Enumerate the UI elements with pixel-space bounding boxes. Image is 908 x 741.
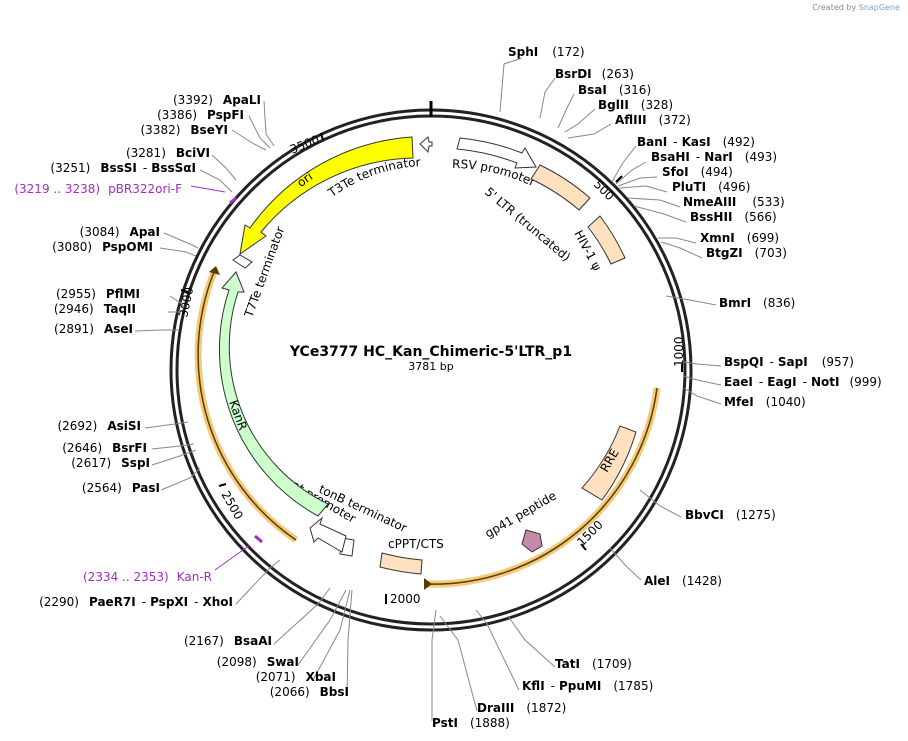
enzyme-label-bmri: BmrI(836) bbox=[719, 296, 795, 310]
ltr-label: 5' LTR (truncated) bbox=[482, 185, 573, 265]
enzyme-label-pspomi: (3080)PspOMI bbox=[52, 240, 153, 254]
tick-marks bbox=[180, 132, 683, 604]
enzyme-label-draiii: DraIII(1872) bbox=[477, 701, 566, 715]
orf-arrowhead-right bbox=[424, 578, 432, 590]
enzyme-label-bseyi: (3382)BseYI bbox=[141, 123, 229, 137]
primer-label-kan-r: (2334 .. 2353)Kan-R bbox=[83, 570, 212, 584]
orf-arrowhead-left bbox=[209, 266, 220, 275]
enzyme-label-apali: (3392)ApaLI bbox=[173, 93, 261, 107]
primer-leaders bbox=[190, 185, 263, 571]
enzyme-label-bsai: BsaI(316) bbox=[578, 83, 651, 97]
enzyme-label-bsrdi: BsrDI(263) bbox=[555, 67, 634, 81]
tick-label-3000: 3000 bbox=[176, 286, 196, 319]
tick-label-1000: 1000 bbox=[672, 336, 686, 367]
enzyme-label-kfli: KflI-PpuMI(1785) bbox=[522, 679, 653, 693]
enzyme-label-apai: (3084)ApaI bbox=[80, 225, 160, 239]
enzyme-label-pflmi: (2955)PflMI bbox=[56, 287, 140, 301]
ltr-feature bbox=[530, 164, 591, 211]
snapgene-brand: SnapGene bbox=[858, 3, 900, 12]
t3te-terminator-arrow bbox=[419, 136, 433, 154]
enzyme-label-sspi: (2617)SspI bbox=[71, 456, 150, 470]
cppt-label: cPPT/CTS bbox=[388, 537, 444, 551]
enzyme-label-bbsi: (2066)BbsI bbox=[270, 685, 349, 699]
orf-highlight-right bbox=[423, 387, 661, 588]
enzyme-label-afliii: AflIII(372) bbox=[615, 113, 691, 127]
enzyme-label-btgzi: BtgZI(703) bbox=[706, 246, 787, 260]
plasmid-size: 3781 bp bbox=[408, 360, 453, 373]
rsv-promoter-arrow bbox=[456, 137, 537, 169]
cppt-feature bbox=[379, 552, 423, 575]
enzyme-label-mfei: MfeI(1040) bbox=[724, 395, 806, 409]
kanr-label: KanR bbox=[226, 398, 250, 432]
enzyme-label-pluti: PluTI(496) bbox=[672, 180, 750, 194]
enzyme-label-asei: (2891)AseI bbox=[54, 322, 133, 336]
enzyme-label-bsahi: BsaHI-NarI(493) bbox=[651, 150, 777, 164]
enzyme-label-bsrfi: (2646)BsrFI bbox=[62, 441, 147, 455]
credit-prefix: Created by bbox=[812, 3, 857, 12]
orf-arrow-right bbox=[423, 387, 658, 585]
cat-promoter-arrow bbox=[309, 516, 347, 553]
enzyme-label-pasi: (2564)PasI bbox=[82, 481, 160, 495]
enzyme-label-eaei: EaeI-EagI-NotI(999) bbox=[724, 375, 882, 389]
enzyme-label-xmni: XmnI(699) bbox=[700, 231, 779, 245]
enzyme-label-bspqi: BspQI-SapI(957) bbox=[724, 355, 854, 369]
enzyme-label-bsaai: (2167)BsaAI bbox=[184, 634, 272, 648]
hiv-psi-feature bbox=[587, 215, 626, 265]
enzyme-label-pspfi: (3386)PspFI bbox=[157, 108, 244, 122]
enzyme-label-bsssi: (3251)BssSI-BssSαI bbox=[50, 161, 196, 175]
leader-lines bbox=[134, 57, 722, 721]
enzyme-label-bsshii: BssHII(566) bbox=[690, 210, 777, 224]
enzyme-label-tati: TatI(1709) bbox=[555, 657, 632, 671]
ori-feature bbox=[239, 136, 414, 256]
enzyme-label-bglii: BglII(328) bbox=[598, 98, 673, 112]
gp41-label: gp41 peptide bbox=[483, 488, 559, 540]
enzyme-label-nmeaiii: NmeAIII(533) bbox=[683, 195, 785, 209]
enzyme-label-taqii: (2946)TaqII bbox=[54, 302, 136, 316]
enzyme-label-swai: (2098)SwaI bbox=[217, 655, 299, 669]
gp41-peptide-feature bbox=[521, 529, 543, 553]
enzyme-label-sfoi: SfoI(494) bbox=[662, 165, 733, 179]
enzyme-label-xbai: (2071)XbaI bbox=[256, 670, 336, 684]
enzyme-label-bbvci: BbvCI(1275) bbox=[685, 508, 776, 522]
tick-label-500: 500 bbox=[591, 177, 617, 203]
snapgene-credit: Created by SnapGene bbox=[812, 3, 900, 12]
kanr-feature bbox=[218, 271, 329, 517]
t7te-terminator-arrow bbox=[232, 254, 253, 269]
enzyme-label-psti: PstI(1888) bbox=[432, 716, 510, 730]
tick-label-2000: 2000 bbox=[390, 592, 421, 606]
enzyme-label-asisi: (2692)AsiSI bbox=[57, 419, 141, 433]
rre-feature bbox=[581, 425, 637, 501]
orf-arrow-left bbox=[197, 271, 297, 541]
enzyme-label-sphi: SphI(172) bbox=[508, 45, 585, 59]
primer-label-pbr322ori-f: (3219 .. 3238)pBR322ori-F bbox=[14, 182, 182, 196]
enzyme-label-paer7i: (2290)PaeR7I-PspXI-XhoI bbox=[39, 595, 233, 609]
plasmid-name: YCe3777 HC_Kan_Chimeric-5'LTR_p1 bbox=[289, 344, 572, 360]
tick-label-3500: 3500 bbox=[288, 132, 322, 156]
enzyme-label-alei: AleI(1428) bbox=[644, 574, 722, 588]
enzyme-label-bcivi: (3281)BciVI bbox=[126, 146, 210, 160]
enzyme-label-bani: BanI-KasI(492) bbox=[637, 135, 755, 149]
